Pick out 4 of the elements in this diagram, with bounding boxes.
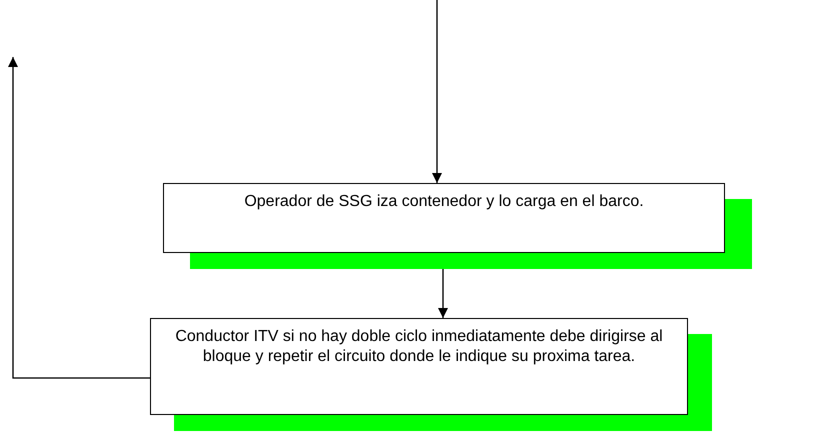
arrow	[432, 0, 442, 183]
box-text: Conductor ITV si no hay doble ciclo inmediatamente debe dirigirse al bloque y repetir el circuito donde le indique su proxima tarea.	[175, 327, 663, 367]
box-text: Operador de SSG iza contenedor y lo carga en el barco.	[244, 192, 644, 212]
arrow	[8, 57, 150, 379]
